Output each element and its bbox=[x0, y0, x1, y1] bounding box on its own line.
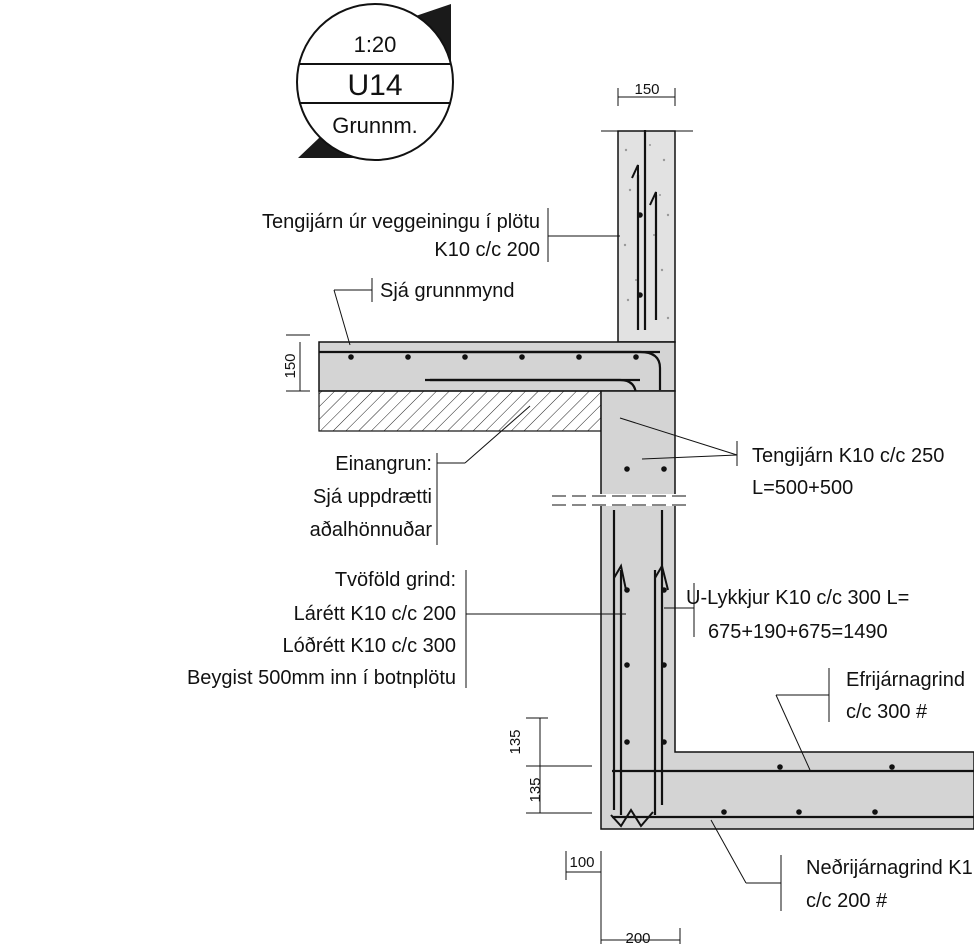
dim-cover-upper: 135 bbox=[507, 729, 524, 754]
view-label: Grunnm. bbox=[332, 113, 418, 138]
dim-cover-lower: 135 bbox=[527, 777, 544, 802]
label-efrijarnagrind-1: Efrijárnagrind bbox=[846, 669, 965, 691]
wall-aggregate bbox=[623, 144, 670, 320]
dim-slab-thickness: 150 bbox=[282, 353, 299, 378]
dim-width-200: 200 bbox=[625, 930, 650, 944]
foundation-wall bbox=[552, 390, 974, 830]
label-einangrun-2: Sjá uppdrætti bbox=[313, 486, 432, 508]
dim-offset-100: 100 bbox=[569, 854, 594, 871]
scale-label: 1:20 bbox=[354, 32, 397, 57]
label-u-lykkjur-2: 675+190+675=1490 bbox=[708, 621, 888, 643]
annotations: Tengijárn úr veggeiningu í plötu K10 c/c… bbox=[187, 211, 973, 912]
wall-concrete bbox=[617, 130, 676, 343]
label-tengijarn-k10-2: L=500+500 bbox=[752, 477, 853, 499]
slab-concrete bbox=[318, 341, 676, 392]
label-nedrijarnagrind-1: Neðrijárnagrind K1 bbox=[806, 857, 973, 879]
foundation-concrete bbox=[600, 390, 974, 830]
label-efrijarnagrind-2: c/c 300 # bbox=[846, 701, 928, 723]
insulation-hatch bbox=[318, 390, 602, 432]
detail-id: U14 bbox=[347, 69, 402, 102]
label-tengijarn-veggeiningu-1: Tengijárn úr veggeiningu í plötu bbox=[262, 211, 540, 233]
leader-lines bbox=[333, 208, 830, 911]
label-nedrijarnagrind-2: c/c 200 # bbox=[806, 890, 888, 912]
label-tengijarn-veggeiningu-2: K10 c/c 200 bbox=[434, 239, 540, 261]
dim-wall-top-width: 150 bbox=[634, 81, 659, 98]
dimension-lines bbox=[286, 88, 681, 944]
label-einangrun-1: Einangrun: bbox=[335, 453, 432, 475]
label-tvofold-2: Lárétt K10 c/c 200 bbox=[294, 603, 456, 625]
label-tengijarn-k10-1: Tengijárn K10 c/c 250 bbox=[752, 445, 944, 467]
label-u-lykkjur-1: U-Lykkjur K10 c/c 300 L= bbox=[686, 587, 909, 609]
label-sja-grunnmynd: Sjá grunnmynd bbox=[380, 280, 515, 302]
detail-reference-symbol: 1:20 U14 Grunnm. bbox=[296, 3, 454, 161]
label-tvofold-3: Lóðrétt K10 c/c 300 bbox=[283, 635, 456, 657]
precast-wall bbox=[601, 130, 693, 343]
symbol-circle bbox=[296, 3, 454, 161]
label-tvofold-1: Tvöföld grind: bbox=[335, 569, 456, 591]
label-tvofold-4: Beygist 500mm inn í botnplötu bbox=[187, 667, 456, 689]
floor-slab bbox=[318, 341, 676, 500]
label-einangrun-3: aðalhönnuðar bbox=[310, 519, 433, 541]
